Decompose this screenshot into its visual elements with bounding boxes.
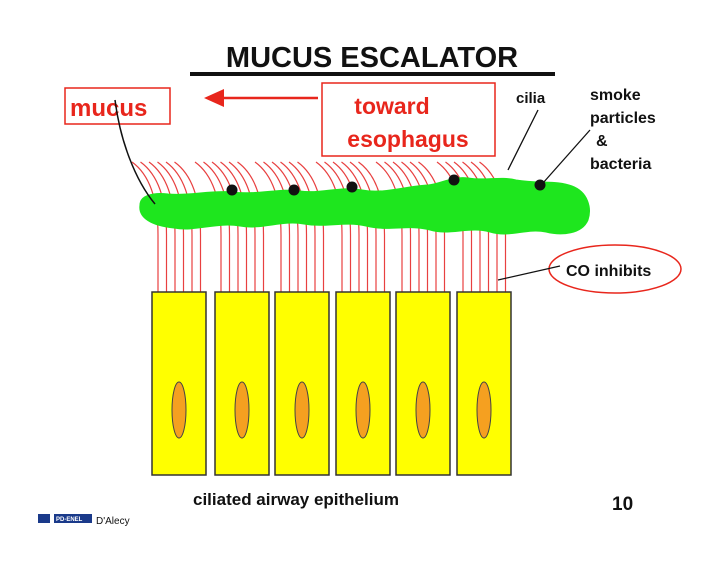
particle-dot	[288, 184, 300, 196]
cilium	[271, 161, 299, 292]
cilium	[332, 161, 360, 292]
page-number: 10	[612, 494, 633, 515]
footer-logo-text: PD-ENEL	[56, 517, 83, 523]
cilium	[211, 161, 239, 292]
cilium	[280, 161, 308, 292]
epithelial-cell	[274, 291, 330, 476]
cilium	[254, 161, 282, 292]
cilium	[297, 161, 325, 292]
footer-logo-mark	[38, 514, 50, 523]
smoke-label-line4: bacteria	[590, 156, 651, 173]
cilium	[263, 161, 291, 292]
cell-nucleus	[234, 381, 250, 439]
toward-label-box	[321, 82, 496, 157]
slide-title: MUCUS ESCALATOR	[226, 42, 518, 74]
smoke-label-line1: smoke	[590, 87, 641, 104]
cilium	[140, 161, 168, 292]
cilium	[288, 161, 316, 292]
cilia-pointer-line	[507, 109, 539, 171]
cell-nucleus	[415, 381, 431, 439]
cilium	[315, 161, 343, 292]
cell-nucleus	[476, 381, 492, 439]
direction-arrow-head	[204, 89, 224, 107]
cilia-label: cilia	[516, 90, 546, 107]
cilium	[131, 161, 159, 292]
cell-nucleus	[294, 381, 310, 439]
particle-dot	[226, 184, 238, 196]
mucus-label: mucus	[70, 95, 147, 122]
smoke-pointer-line	[542, 129, 591, 184]
cilium	[220, 161, 248, 292]
co-inhibits-pointer-line	[497, 265, 561, 281]
cell-nucleus	[355, 381, 371, 439]
cell-nucleus	[171, 381, 187, 439]
mucus-layer	[139, 177, 590, 235]
footer-author: D'Alecy	[96, 516, 130, 527]
footer-logo	[54, 514, 92, 523]
epithelial-cells	[151, 291, 512, 476]
mucus-pointer-line	[114, 99, 156, 205]
mucus-label-box	[64, 87, 171, 125]
epithelium-label: ciliated airway epithelium	[193, 490, 399, 509]
co-inhibits-label: CO inhibits	[566, 263, 651, 280]
toward-label-line1: toward	[354, 93, 429, 119]
smoke-label-line3: &	[596, 133, 608, 150]
particle-dot	[534, 179, 546, 191]
particle-dot	[346, 181, 358, 193]
cilium	[341, 161, 369, 292]
smoke-label-line2: particles	[590, 110, 656, 127]
particle-dot	[448, 174, 460, 186]
cilium	[324, 161, 352, 292]
toward-label-line2: esophagus	[347, 126, 468, 152]
